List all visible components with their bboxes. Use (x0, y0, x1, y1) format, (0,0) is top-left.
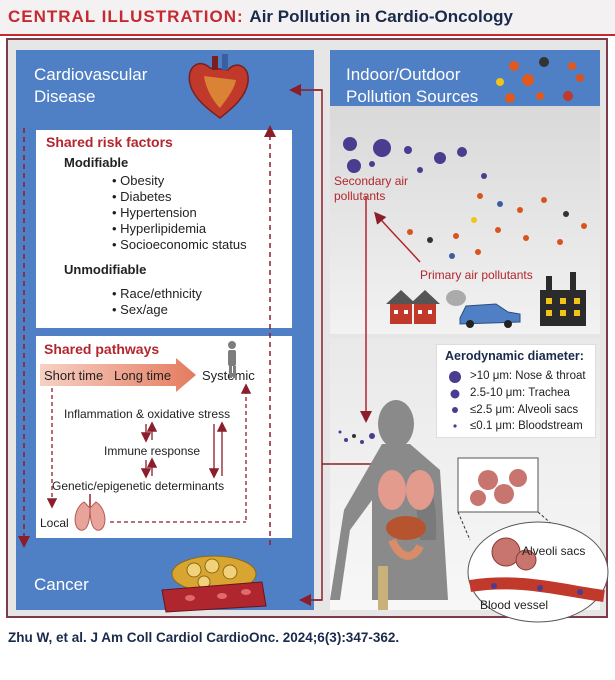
pathways-heading: Shared pathways (44, 341, 159, 357)
person-icon (228, 341, 236, 378)
citation: Zhu W, et al. J Am Coll Cardiol CardioOn… (8, 630, 400, 645)
particles-top (343, 57, 584, 179)
aero-dot-medium (450, 389, 460, 399)
cancer-title: Cancer (34, 575, 89, 594)
systemic-label: Systemic (202, 368, 255, 383)
illustration-title: CENTRAL ILLUSTRATION: Air Pollution in C… (8, 7, 513, 27)
immune-label: Immune response (104, 444, 200, 458)
aero-item: 2.5-10 μm: Trachea (470, 387, 570, 399)
local-label: Local (40, 516, 69, 530)
header-label: CENTRAL ILLUSTRATION: (8, 7, 244, 26)
risk-factors-box (36, 130, 292, 328)
human-body-illustration (330, 400, 448, 610)
short-time-label: Short time (44, 368, 103, 383)
alveoli-label: Alveoli sacs (522, 544, 586, 558)
tumor-icon (161, 555, 267, 613)
heart-icon (188, 54, 249, 119)
factory-icon (540, 272, 586, 326)
header-title: Air Pollution in Cardio-Oncology (249, 7, 513, 26)
long-time-label: Long time (114, 368, 171, 383)
modifiable-label: Modifiable (64, 155, 129, 170)
modifiable-item: • Socioeconomic status (112, 237, 247, 252)
house-icon (386, 290, 440, 324)
aero-legend-box (436, 344, 596, 438)
aero-item: >10 μm: Nose & throat (470, 370, 586, 382)
pollution-panel (330, 50, 600, 334)
pollution-title: Indoor/Outdoor Pollution Sources (346, 65, 479, 106)
unmodifiable-label: Unmodifiable (64, 262, 147, 277)
aero-item: ≤0.1 μm: Bloodstream (470, 420, 583, 432)
cardio-title: Cardiovascular Disease (34, 65, 148, 106)
vessel-label: Blood vessel (480, 598, 549, 612)
aero-dot-tiny (453, 424, 457, 428)
vessel-zoom (467, 521, 609, 623)
genetic-label: Genetic/epigenetic determinants (52, 479, 224, 493)
modifiable-item: • Hypertension (112, 205, 197, 220)
unmodifiable-item: • Race/ethnicity (112, 286, 202, 301)
primary-label: Primary air pollutants (420, 268, 533, 282)
modifiable-item: • Obesity (112, 173, 165, 188)
time-arrow (40, 358, 196, 392)
risk-heading: Shared risk factors (46, 134, 173, 150)
secondary-label: Secondary air pollutants (334, 174, 409, 203)
unmodifiable-item: • Sex/age (112, 302, 168, 317)
aero-dot-small (452, 407, 458, 413)
primary-to-secondary-arrow (374, 211, 421, 263)
aero-heading: Aerodynamic diameter: (445, 349, 584, 363)
alveoli-zoom (457, 457, 571, 541)
pathway-arrows (46, 383, 252, 523)
inflammation-label: Inflammation & oxidative stress (64, 407, 230, 421)
modifiable-item: • Hyperlipidemia (112, 221, 207, 236)
particles-chain (407, 193, 587, 259)
modifiable-item: • Diabetes (112, 189, 172, 204)
car-icon (446, 290, 521, 328)
header-bar (0, 0, 615, 36)
inhaled-particles (338, 430, 375, 444)
aero-dot-large (449, 371, 461, 383)
aero-item: ≤2.5 μm: Alveoli sacs (470, 404, 579, 416)
lungs-icon (74, 494, 106, 531)
